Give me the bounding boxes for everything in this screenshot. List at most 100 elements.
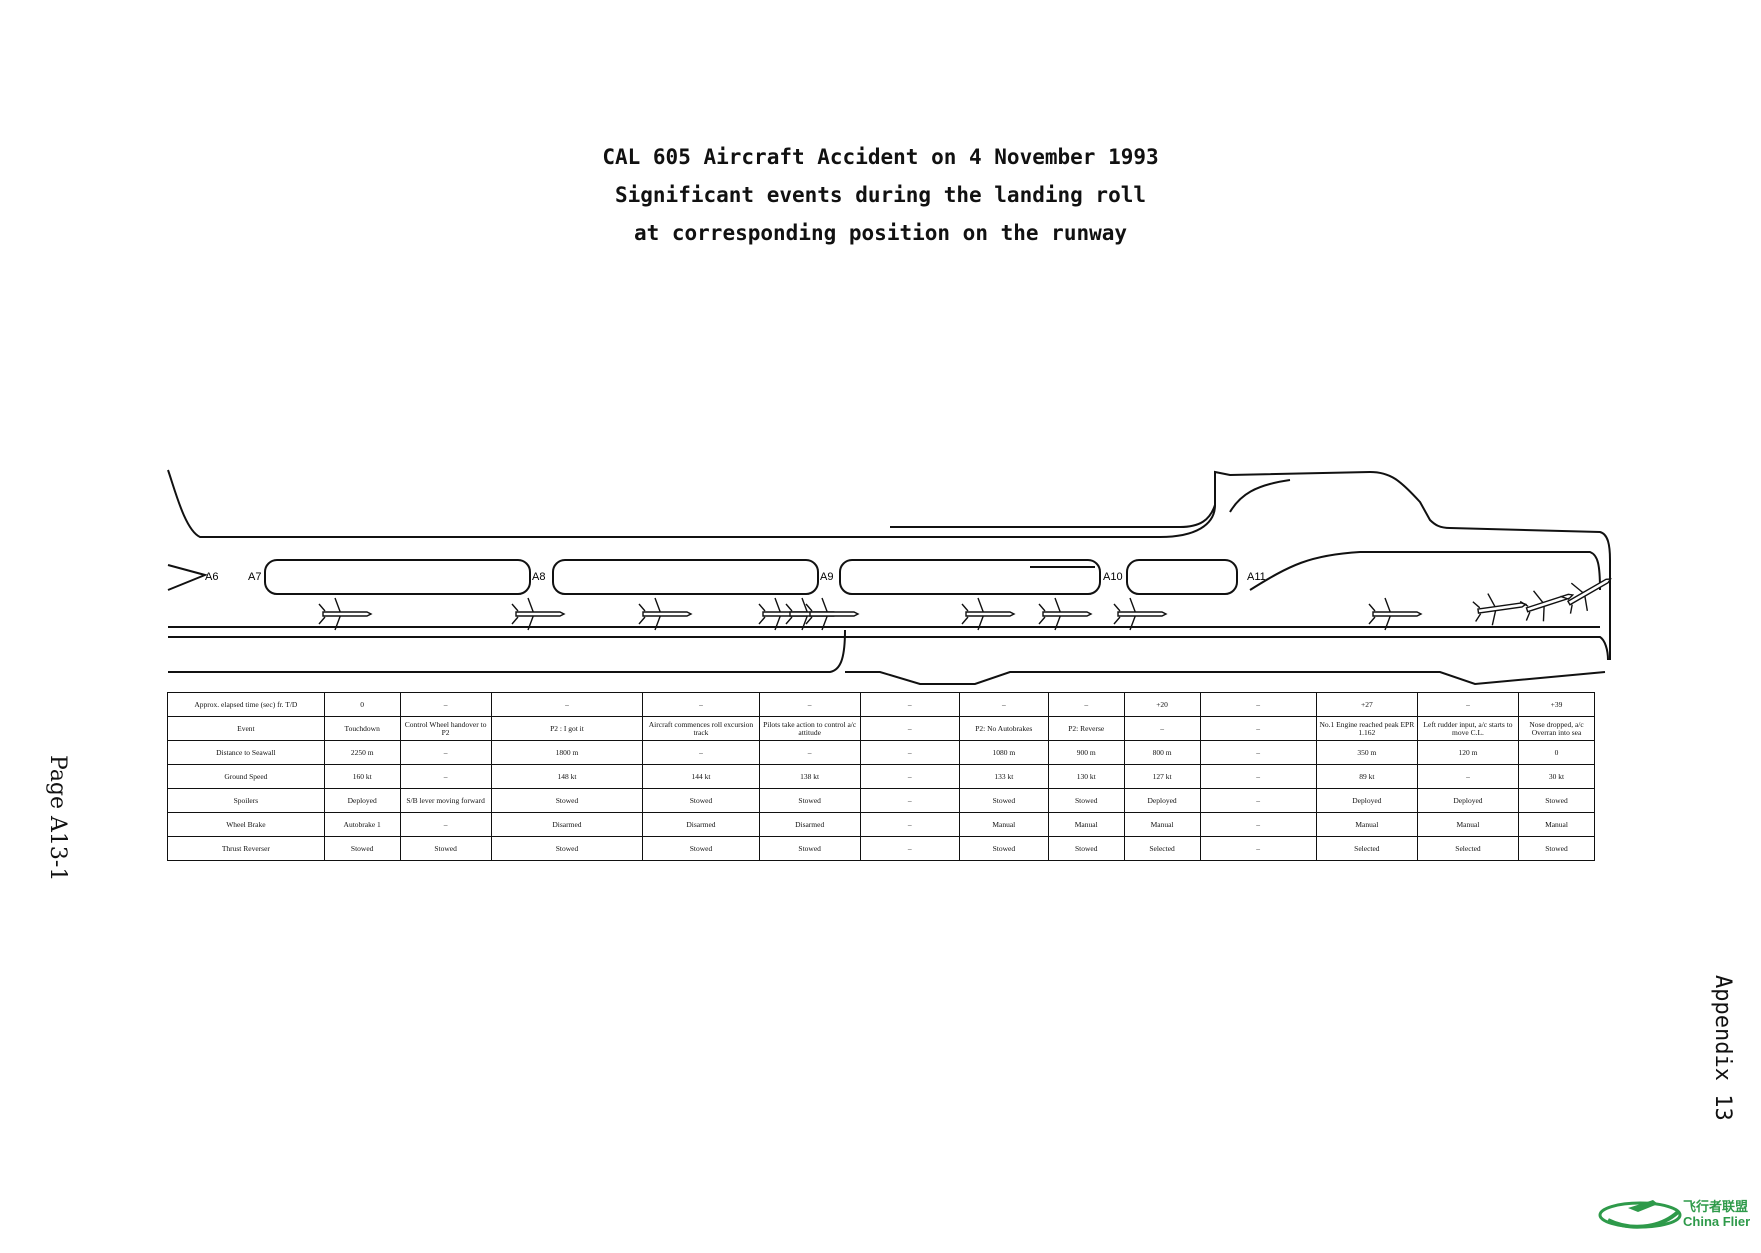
table-cell: Deployed — [1315, 788, 1418, 813]
table-cell: Deployed — [323, 788, 401, 813]
taxiway-label-a9: A9 — [820, 571, 833, 583]
aircraft-positions — [318, 578, 1612, 631]
taxiway-labels: A6 A7 A8 A9 A10 A11 — [205, 571, 1266, 583]
row-header: Ground Speed — [167, 764, 325, 789]
table-cell: – — [399, 764, 492, 789]
table-cell: 30 kt — [1518, 764, 1595, 789]
table-cell: – — [1199, 812, 1317, 837]
row-header: Distance to Seawall — [167, 740, 325, 765]
table-cell: Disarmed — [642, 812, 760, 837]
table-cell: – — [1199, 764, 1317, 789]
runway-bottom-strip-right — [845, 671, 1606, 686]
table-cell: Aircraft commences roll excursion track — [642, 716, 760, 741]
aircraft-icon — [1519, 590, 1575, 622]
table-cell: 133 kt — [958, 764, 1049, 789]
table-cell: – — [1199, 692, 1317, 717]
table-cell: 2250 m — [323, 740, 401, 765]
table-cell: Stowed — [758, 836, 861, 861]
table-cell: Disarmed — [758, 812, 861, 837]
table-cell: – — [399, 812, 492, 837]
aircraft-icon — [1560, 578, 1612, 614]
island-a7-a8 — [264, 559, 531, 595]
aircraft-icon — [1113, 597, 1168, 631]
table-cell: Autobrake 1 — [323, 812, 401, 837]
table-cell: – — [642, 740, 760, 765]
table-cell: Touchdown — [323, 716, 401, 741]
island-a9-a10 — [839, 559, 1101, 595]
table-cell: 0 — [323, 692, 401, 717]
table-cell: – — [859, 836, 960, 861]
title-line-1: CAL 605 Aircraft Accident on 4 November … — [602, 145, 1159, 169]
table-cell: – — [859, 716, 960, 741]
logo-text-english: China Flier — [1683, 1214, 1751, 1229]
aircraft-icon — [511, 597, 566, 631]
aircraft-icon — [961, 597, 1016, 631]
table-cell: +20 — [1123, 692, 1201, 717]
table-cell: 900 m — [1047, 740, 1125, 765]
table-cell: Stowed — [490, 788, 644, 813]
table-cell: Manual — [1416, 812, 1520, 837]
table-cell: Manual — [958, 812, 1049, 837]
table-cell: P2 : I got it — [490, 716, 644, 741]
table-cell: – — [758, 740, 861, 765]
table-cell: – — [859, 764, 960, 789]
row-header: Event — [167, 716, 325, 741]
table-cell: Manual — [1315, 812, 1418, 837]
table-cell: Disarmed — [490, 812, 644, 837]
table-cell: Selected — [1416, 836, 1520, 861]
table-cell: – — [1416, 692, 1520, 717]
title-line-2: Significant events during the landing ro… — [614, 183, 1146, 207]
table-cell: 130 kt — [1047, 764, 1125, 789]
aircraft-icon — [318, 597, 373, 631]
taxiway-label-a10: A10 — [1103, 571, 1123, 583]
china-flier-logo-icon — [1598, 1200, 1682, 1229]
aircraft-icon — [1472, 593, 1528, 626]
table-cell: Stowed — [1518, 836, 1595, 861]
table-cell: Stowed — [1518, 788, 1595, 813]
table-cell: 1080 m — [958, 740, 1049, 765]
taxiway-a11-line — [1249, 551, 1601, 591]
table-cell: Manual — [1518, 812, 1595, 837]
table-cell: Selected — [1315, 836, 1418, 861]
table-cell: Stowed — [490, 836, 644, 861]
runway-bottom-strip — [168, 629, 846, 673]
table-cell: – — [859, 788, 960, 813]
table-cell: – — [490, 692, 644, 717]
table-cell: Stowed — [758, 788, 861, 813]
table-cell: 1800 m — [490, 740, 644, 765]
table-cell: – — [1199, 788, 1317, 813]
table-cell: Manual — [1047, 812, 1125, 837]
table-cell: – — [859, 740, 960, 765]
aircraft-icon — [1368, 597, 1423, 631]
table-cell: Stowed — [642, 788, 760, 813]
table-cell: Deployed — [1123, 788, 1201, 813]
table-cell: – — [642, 692, 760, 717]
table-cell: Stowed — [1047, 836, 1125, 861]
table-cell: 160 kt — [323, 764, 401, 789]
table-cell: 148 kt — [490, 764, 644, 789]
row-header: Approx. elapsed time (sec) fr. T/D — [167, 692, 325, 717]
table-cell: Stowed — [642, 836, 760, 861]
table-cell: Control Wheel handover to P2 — [399, 716, 492, 741]
taxiway-label-a7: A7 — [248, 571, 261, 583]
aircraft-icon — [1038, 597, 1093, 631]
apron-edge — [1229, 479, 1291, 513]
taxiway-label-a6: A6 — [205, 571, 218, 583]
table-cell: 800 m — [1123, 740, 1201, 765]
runway-upper-edge — [167, 469, 1611, 660]
table-cell: 350 m — [1315, 740, 1418, 765]
table-cell: Left rudder input, a/c starts to move C.… — [1416, 716, 1520, 741]
table-cell: – — [958, 692, 1049, 717]
row-header: Thrust Reverser — [167, 836, 325, 861]
taxiway-inner-edge — [890, 504, 1216, 528]
table-cell: 144 kt — [642, 764, 760, 789]
table-cell: – — [1199, 836, 1317, 861]
table-cell: No.1 Engine reached peak EPR 1.162 — [1315, 716, 1418, 741]
